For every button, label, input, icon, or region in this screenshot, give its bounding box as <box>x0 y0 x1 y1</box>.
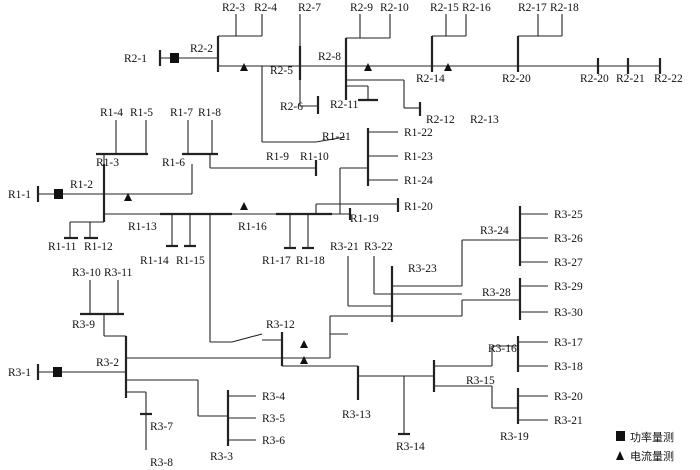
feeder-r1 <box>36 120 400 250</box>
current-measurement-icon <box>124 193 132 201</box>
node-label-r1-22: R1-22 <box>404 127 433 139</box>
node-label-r2-8: R2-8 <box>318 51 341 63</box>
node-label-r1-23: R1-23 <box>404 151 433 163</box>
node-label-r3-2: R3-2 <box>96 357 119 369</box>
node-label-r1-19: R1-19 <box>350 213 379 225</box>
node-label-r2-13: R2-13 <box>470 114 499 126</box>
node-label-r1-4: R1-4 <box>100 107 123 119</box>
node-label-r3-9: R3-9 <box>72 319 95 331</box>
power-measurement-icon <box>170 53 179 63</box>
node-label-r1-16: R1-16 <box>238 221 267 233</box>
node-label-r1-6: R1-6 <box>162 157 185 169</box>
current-measurement-icon <box>300 340 308 348</box>
node-label-r2-14: R2-14 <box>416 73 445 85</box>
node-label-r2-22: R2-22 <box>654 73 683 85</box>
node-label-r1-10: R1-10 <box>300 151 329 163</box>
node-label-r3-15: R3-15 <box>466 375 495 387</box>
node-label-r1-15: R1-15 <box>176 255 205 267</box>
node-label-r2-4: R2-4 <box>254 2 277 14</box>
current-measurement-icon <box>300 356 308 364</box>
node-label-r3-5: R3-5 <box>262 413 285 425</box>
node-label-r3-29: R3-29 <box>554 281 583 293</box>
legend-current-label: 电流量测 <box>630 449 674 463</box>
node-label-r2-17: R2-17 <box>518 2 547 14</box>
node-label-r1-5: R1-5 <box>130 107 153 119</box>
node-label-r3-4: R3-4 <box>262 391 285 403</box>
node-label-r3-16: R3-16 <box>488 343 517 355</box>
node-label-r2-6: R2-6 <box>280 101 303 113</box>
node-label-r3-17: R3-17 <box>554 337 583 349</box>
node-label-r1-13: R1-13 <box>128 221 157 233</box>
node-label-r2-12: R2-12 <box>426 114 455 126</box>
node-label-r2-5: R2-5 <box>270 65 293 77</box>
current-measurement-icon <box>240 63 248 71</box>
node-label-r2-2: R2-2 <box>190 43 213 55</box>
node-label-r1-3: R1-3 <box>96 157 119 169</box>
node-label-r1-11: R1-11 <box>48 241 77 253</box>
node-label-r3-1: R3-1 <box>8 367 31 379</box>
node-label-r3-11: R3-11 <box>104 267 133 279</box>
node-label-r1-20: R1-20 <box>404 201 433 213</box>
node-label-r3-24: R3-24 <box>480 225 509 237</box>
node-label-r3-3: R3-3 <box>210 451 233 463</box>
node-label-r3-21: R3-21 <box>554 415 583 427</box>
node-label-r3-21b: R3-21 <box>330 241 359 253</box>
node-label-r3-20: R3-20 <box>554 391 583 403</box>
node-label-r1-17: R1-17 <box>262 255 291 267</box>
node-label-r2-9: R2-9 <box>350 2 373 14</box>
node-label-r3-8: R3-8 <box>150 457 173 469</box>
node-label-r2-3: R2-3 <box>222 2 245 14</box>
power-measurement-icon <box>53 367 62 377</box>
node-label-r2-10: R2-10 <box>380 2 409 14</box>
node-label-r3-25: R3-25 <box>554 209 583 221</box>
node-label-r3-13: R3-13 <box>342 409 371 421</box>
node-label-r3-14: R3-14 <box>396 441 425 453</box>
legend-power-label: 功率量测 <box>630 430 674 444</box>
node-label-r1-9: R1-9 <box>266 151 289 163</box>
current-measurement-icon <box>444 63 452 71</box>
node-label-r3-18: R3-18 <box>554 361 583 373</box>
node-label-r1-2: R1-2 <box>70 179 93 191</box>
node-label-r1-24: R1-24 <box>404 175 433 187</box>
current-measurement-icon <box>364 63 372 71</box>
node-label-r1-8: R1-8 <box>198 107 221 119</box>
node-label-r2-11: R2-11 <box>330 99 359 111</box>
node-label-r2-7: R2-7 <box>298 2 321 14</box>
node-label-r3-30: R3-30 <box>554 307 583 319</box>
node-label-r3-27: R3-27 <box>554 257 583 269</box>
current-measurement-icon <box>240 202 248 210</box>
legend: 功率量测 电流量测 <box>616 430 674 463</box>
node-label-r2-20: R2-20 <box>502 73 531 85</box>
node-label-r2-1: R2-1 <box>124 53 147 65</box>
node-label-r3-23: R3-23 <box>408 263 437 275</box>
node-label-r1-21: R1-21 <box>322 131 351 143</box>
current-measurement-icon <box>616 451 624 460</box>
node-labels: R2-1 R2-2 R2-3 R2-4 R2-5 R2-6 R2-7 R2-8 … <box>8 2 683 469</box>
node-label-r3-7: R3-7 <box>150 421 173 433</box>
node-label-r1-14: R1-14 <box>140 255 169 267</box>
node-label-r1-18: R1-18 <box>296 255 325 267</box>
feeder-r3 <box>36 206 548 450</box>
node-label-r2-21: R2-21 <box>616 73 645 85</box>
node-label-r2-15: R2-15 <box>430 2 459 14</box>
node-label-r3-10: R3-10 <box>72 267 101 279</box>
node-label-r2-16: R2-16 <box>462 2 491 14</box>
node-label-r3-19: R3-19 <box>500 431 529 443</box>
node-label-r3-26: R3-26 <box>554 233 583 245</box>
node-label-r3-12: R3-12 <box>266 319 295 331</box>
node-label-r2-18: R2-18 <box>550 2 579 14</box>
node-label-r2-20b: R2-20 <box>580 73 609 85</box>
node-label-r3-28: R3-28 <box>482 287 511 299</box>
power-measurement-icon <box>616 431 625 441</box>
node-label-r3-22: R3-22 <box>364 241 393 253</box>
node-label-r1-12: R1-12 <box>84 241 113 253</box>
node-label-r1-1: R1-1 <box>8 189 31 201</box>
feeder-r2 <box>158 14 662 143</box>
node-label-r3-6: R3-6 <box>262 435 285 447</box>
power-measurement-icon <box>54 189 63 199</box>
node-label-r1-7: R1-7 <box>170 107 193 119</box>
